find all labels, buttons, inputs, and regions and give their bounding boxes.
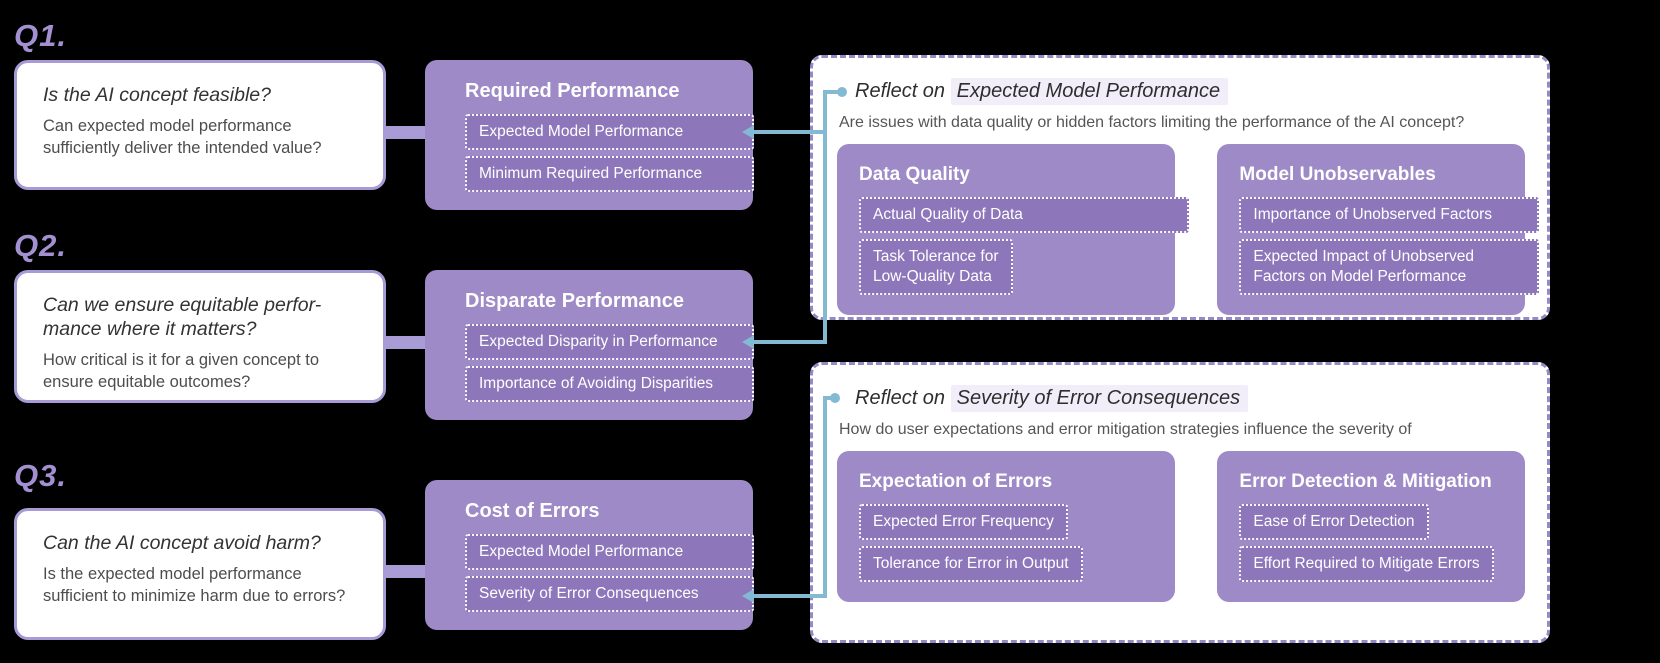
factor-item: Expected Model Performance [465,534,754,570]
reflection-box-title: Model Unobservables [1239,164,1436,185]
reflection-box-title: Data Quality [859,164,970,185]
reflection-panel-expected-model-performance: Reflect on Expected Model Performance Ar… [810,55,1550,320]
factor-box-title: Disparate Performance [465,290,684,312]
q2-title: Can we ensure equitable perfor- mance wh… [43,294,322,340]
q1-label: Q1. [14,18,67,53]
connector-stub-q2 [384,336,428,349]
factor-box-disparate-performance: Disparate Performance Expected Disparity… [425,270,754,420]
reflection-item: Actual Quality of Data [859,197,1190,233]
connector-a-arrowhead-expected-disparity [742,335,754,349]
panel-title: Reflect on Severity of Error Consequence… [837,385,1525,412]
panel-box-row: Data Quality Actual Quality of Data Task… [837,144,1539,315]
factor-item: Minimum Required Performance [465,156,754,192]
panel-title-prefix: Reflect on [855,387,951,409]
q2-body: How critical is it for a given concept t… [43,351,320,391]
reflection-panel-severity-of-error-consequences: Reflect on Severity of Error Consequence… [810,362,1550,643]
q1-title: Is the AI concept feasible? [43,84,272,106]
panel-title-emphasis: Severity of Error Consequences [950,385,1249,412]
q3-label: Q3. [14,458,67,493]
connector-b-origin-dot [830,393,840,403]
panel-title-emphasis: Expected Model Performance [950,78,1229,105]
connector-a-line [754,340,827,344]
question-box-q2: Can we ensure equitable perfor- mance wh… [14,270,386,403]
reflection-item: Effort Required to Mitigate Errors [1239,546,1494,582]
factor-item: Severity of Error Consequences [465,576,754,612]
reflection-box-expectation-of-errors: Expectation of Errors Expected Error Fre… [837,451,1176,602]
reflection-item: Task Tolerance for Low-Quality Data [859,239,1013,295]
connector-b-arrowhead-severity-of-errors [742,589,754,603]
reflection-item: Expected Error Frequency [859,504,1068,540]
factor-item: Importance of Avoiding Disparities [465,366,754,402]
factor-item: Expected Model Performance [465,114,754,150]
reflection-item: Expected Impact of Unobserved Factors on… [1239,239,1539,295]
reflection-box-data-quality: Data Quality Actual Quality of Data Task… [837,144,1190,315]
factor-box-title: Cost of Errors [465,500,600,522]
reflection-item: Tolerance for Error in Output [859,546,1083,582]
factor-item: Expected Disparity in Performance [465,324,754,360]
connector-b-line [823,396,835,400]
connector-b-line [754,594,827,598]
connector-a-line [754,130,823,134]
reflection-box-error-detection-mitigation: Error Detection & Mitigation Ease of Err… [1217,451,1525,602]
reflection-box-model-unobservables: Model Unobservables Importance of Unobse… [1217,144,1539,315]
connector-stub-q1 [384,126,428,139]
connector-stub-q3 [384,565,428,578]
factor-box-cost-of-errors: Cost of Errors Expected Model Performanc… [425,480,754,630]
factor-box-required-performance: Required Performance Expected Model Perf… [425,60,754,210]
panel-title: Reflect on Expected Model Performance [837,78,1525,105]
connector-a-line [823,90,839,94]
question-box-q1: Is the AI concept feasible? Can expected… [14,60,386,190]
connector-a-line [823,90,827,344]
connector-b-line [823,396,827,598]
reflection-item: Importance of Unobserved Factors [1239,197,1539,233]
q3-body: Is the expected model performance suffic… [43,565,346,605]
q1-body: Can expected model performance sufficien… [43,117,322,157]
question-box-q3: Can the AI concept avoid harm? Is the ex… [14,508,386,640]
panel-title-prefix: Reflect on [855,80,951,102]
q3-title: Can the AI concept avoid harm? [43,532,321,554]
reflection-box-title: Expectation of Errors [859,471,1053,492]
q2-label: Q2. [14,228,67,263]
connector-a-origin-dot [837,87,847,97]
panel-subtitle: Are issues with data quality or hidden f… [839,114,1465,131]
factor-box-title: Required Performance [465,80,680,102]
connector-a-arrowhead-expected-model-performance [742,125,754,139]
reflection-box-title: Error Detection & Mitigation [1239,471,1492,492]
reflection-item: Ease of Error Detection [1239,504,1429,540]
panel-box-row: Expectation of Errors Expected Error Fre… [837,451,1525,602]
panel-subtitle: How do user expectations and error mitig… [839,421,1412,438]
